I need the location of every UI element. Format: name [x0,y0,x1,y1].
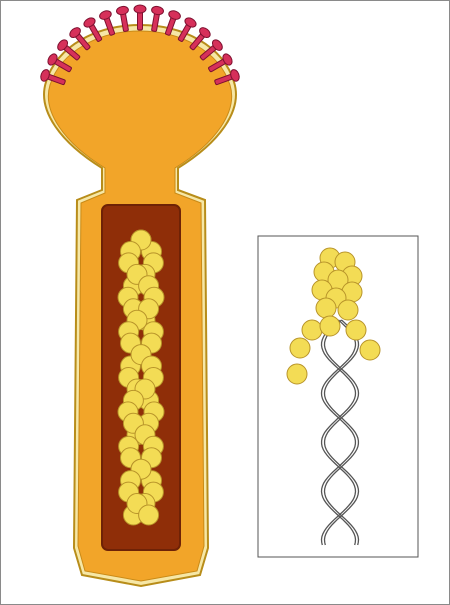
nucleoprotein-bead [139,505,159,525]
nucleoprotein-bead [302,320,322,340]
nucleoprotein-bead [360,340,380,360]
nucleoprotein-bead [320,316,340,336]
nucleoprotein-bead [316,298,336,318]
inset-panel [258,236,418,557]
nucleoprotein-bead [290,338,310,358]
nucleoprotein-bead [338,300,358,320]
nucleoprotein-bead [287,364,307,384]
nucleoprotein-bead [346,320,366,340]
